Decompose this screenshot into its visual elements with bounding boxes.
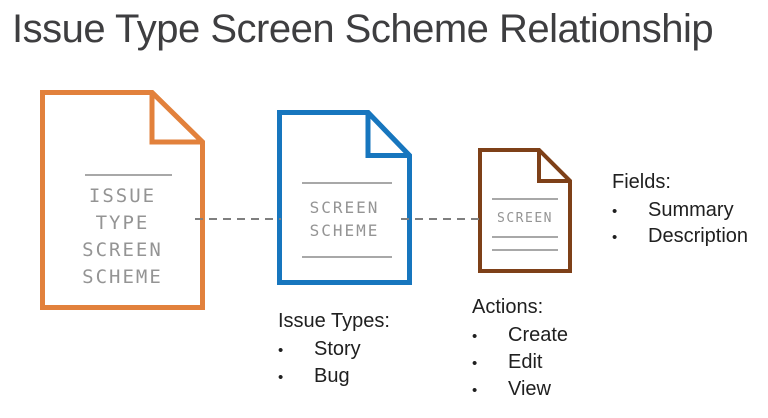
document-label: SCREEN SCHEME [277, 196, 412, 242]
document-label-line: SCREEN [309, 198, 380, 217]
document-label-line: TYPE [95, 212, 150, 234]
document-rule-line [85, 174, 172, 176]
list-item-label: Edit [508, 351, 543, 373]
bullet-icon: • [472, 355, 478, 372]
note-issue-types: Issue Types: • Story • Bug [278, 310, 390, 392]
list-item: • Story [278, 338, 390, 365]
bullet-icon: • [278, 369, 284, 386]
document-label-line: SCHEME [309, 221, 380, 240]
document-page-outline [40, 90, 205, 310]
list-item-label: Story [314, 338, 361, 360]
bullet-icon: • [472, 328, 478, 345]
folded-corner-icon [149, 90, 205, 145]
document-rule-line [492, 249, 558, 251]
document-screen: SCREEN [478, 148, 572, 273]
list-item: • Bug [278, 365, 390, 392]
page-title: Issue Type Screen Scheme Relationship [12, 7, 714, 51]
list-item: • Create [472, 324, 568, 351]
document-issue-type-screen-scheme: ISSUE TYPE SCREEN SCHEME [40, 90, 205, 310]
list-item-label: View [508, 378, 551, 400]
document-label-line: ISSUE [88, 185, 157, 207]
document-label-line: SCHEME [82, 266, 163, 288]
document-rule-line [302, 182, 392, 184]
document-label: SCREEN [478, 210, 572, 228]
note-header: Fields: [612, 171, 671, 193]
folded-corner-icon [365, 110, 412, 158]
document-icon [277, 110, 412, 285]
list-item: • Description [612, 225, 748, 251]
document-rule-line [302, 256, 392, 258]
document-rule-line [492, 236, 558, 238]
note-header: Issue Types: [278, 310, 390, 332]
list-item-label: Bug [314, 365, 350, 387]
document-icon [478, 148, 572, 273]
document-label-line: SCREEN [497, 211, 553, 226]
document-label-line: SCREEN [82, 239, 163, 261]
note-header: Actions: [472, 296, 544, 318]
list-item-label: Create [508, 324, 569, 346]
document-icon [40, 90, 205, 310]
list-item-label: Description [648, 225, 749, 247]
document-rule-line [492, 198, 558, 200]
list-item: • Edit [472, 351, 568, 378]
bullet-icon: • [612, 203, 618, 220]
document-label: ISSUE TYPE SCREEN SCHEME [40, 183, 205, 291]
bullet-icon: • [612, 229, 618, 246]
document-screen-scheme: SCREEN SCHEME [277, 110, 412, 285]
list-item: • Summary [612, 199, 748, 225]
bullet-icon: • [472, 382, 478, 399]
note-actions: Actions: • Create • Edit • View [472, 296, 568, 405]
list-item-label: Summary [648, 199, 734, 221]
note-fields: Fields: • Summary • Description [612, 171, 748, 251]
folded-corner-icon [537, 148, 572, 183]
bullet-icon: • [278, 342, 284, 359]
list-item: • View [472, 378, 568, 405]
